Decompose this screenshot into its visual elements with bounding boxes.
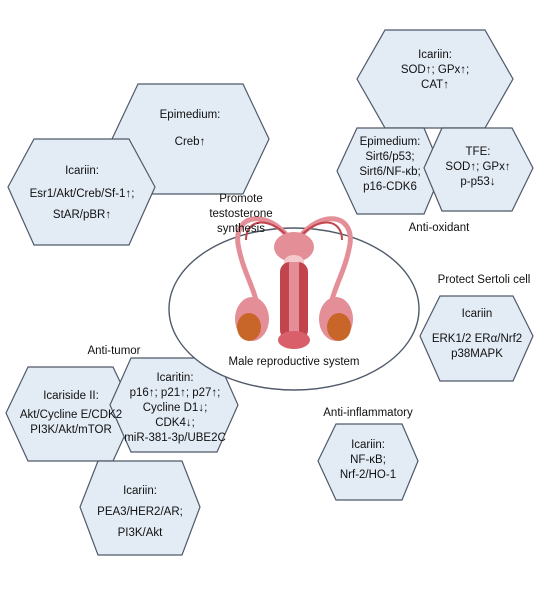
hex-line: Sirt6/p53; <box>365 151 415 163</box>
hex-line: Nrf-2/HO-1 <box>339 469 397 481</box>
hex-title: Epimedium: <box>359 136 421 148</box>
hex-icariin-esr1 <box>7 138 156 246</box>
hex-line: Cycline D1↓; <box>142 402 208 414</box>
category-label-antiinflammatory: Anti-inflammatory <box>323 407 413 419</box>
hex-title: Icariin: <box>123 485 157 497</box>
hex-line: Esr1/Akt/Creb/Sf-1↑; <box>29 188 135 200</box>
hex-line: ERK1/2 ERα/Nrf2 <box>431 333 523 345</box>
male-reproductive-organ-illustration <box>235 216 353 349</box>
center-label: Male reproductive system <box>228 356 360 368</box>
hex-line: PEA3/HER2/AR; <box>97 506 183 518</box>
hex-line: Creb↑ <box>174 136 206 148</box>
hex-title: Icariside II: <box>43 390 99 402</box>
hex-epimedium-sirt6-text: Epimedium: Sirt6/p53; Sirt6/NF-κb; p16-C… <box>340 135 440 195</box>
hex-icariin-nfkb-text: Icariin: NF-κB; Nrf-2/HO-1 <box>322 438 414 483</box>
hex-title: TFE: <box>465 146 491 158</box>
hex-icariin-esr1-text: Icariin: Esr1/Akt/Creb/Sf-1↑; StAR/pBR↑ <box>12 164 152 223</box>
hex-icariin-nfkb <box>317 423 419 501</box>
hex-line: miR-381-3p/UBE2C <box>124 432 226 444</box>
hex-icariin-erk-text: Icariin ERK1/2 ERα/Nrf2 p38MAPK <box>422 307 532 362</box>
hex-title: Epimedium: <box>159 109 221 121</box>
category-line: Promote <box>219 193 263 205</box>
hex-icariin-sod-text: Icariin: SOD↑; GPx↑; CAT↑ <box>380 48 490 93</box>
hex-line: p-p53↓ <box>460 176 496 188</box>
hex-title: Icaritin: <box>156 372 194 384</box>
hex-title: Icariin: <box>65 165 99 177</box>
hex-icariin-pea3 <box>79 460 201 556</box>
hex-line: Sirt6/NF-κb; <box>359 166 421 178</box>
category-label-antioxidant: Anti-oxidant <box>408 222 470 234</box>
hex-line: p16-CDK6 <box>363 181 417 193</box>
hex-icariin-pea3-text: Icariin: PEA3/HER2/AR; PI3K/Akt <box>84 484 196 541</box>
hex-line: SOD↑; GPx↑ <box>445 161 511 173</box>
hex-line: PI3K/Akt <box>117 527 163 539</box>
hex-line: CAT↑ <box>421 79 449 91</box>
hex-tfe-sod <box>423 127 534 212</box>
hex-line: p16↑; p21↑; p27↑; <box>129 387 221 399</box>
hex-line: SOD↑; GPx↑; <box>400 64 470 76</box>
category-label-sertoli: Protect Sertoli cell <box>437 274 531 286</box>
hex-line: p38MAPK <box>451 348 503 360</box>
hex-epimedium-sirt6 <box>336 127 443 215</box>
hex-tfe-sod-text: TFE: SOD↑; GPx↑ p-p53↓ <box>430 145 526 190</box>
hex-epimedium-creb-text: Epimedium: Creb↑ <box>140 108 240 150</box>
hex-icariin-erk <box>419 295 534 382</box>
hex-title: Icariin: <box>351 439 385 451</box>
category-label-antitumor: Anti-tumor <box>87 345 141 357</box>
hex-line: PI3K/Akt/mTOR <box>30 424 112 436</box>
hex-title: Icariin: <box>418 49 452 61</box>
hex-line: Akt/Cycline E/CDK2 <box>19 409 123 421</box>
hex-icariside-akt-text: Icariside II: Akt/Cycline E/CDK2 PI3K/Ak… <box>8 389 134 438</box>
category-label-testosterone: Promote testosterone synthesis <box>196 192 286 237</box>
hex-icaritin-p16-text: Icaritin: p16↑; p21↑; p27↑; Cycline D1↓;… <box>114 371 236 446</box>
hex-line: StAR/pBR↑ <box>52 209 112 221</box>
hex-title: Icariin <box>461 308 493 320</box>
hex-line: CDK4↓; <box>155 417 195 429</box>
category-line: synthesis <box>217 223 265 235</box>
category-line: testosterone <box>209 208 273 220</box>
hex-line: NF-κB; <box>350 454 386 466</box>
